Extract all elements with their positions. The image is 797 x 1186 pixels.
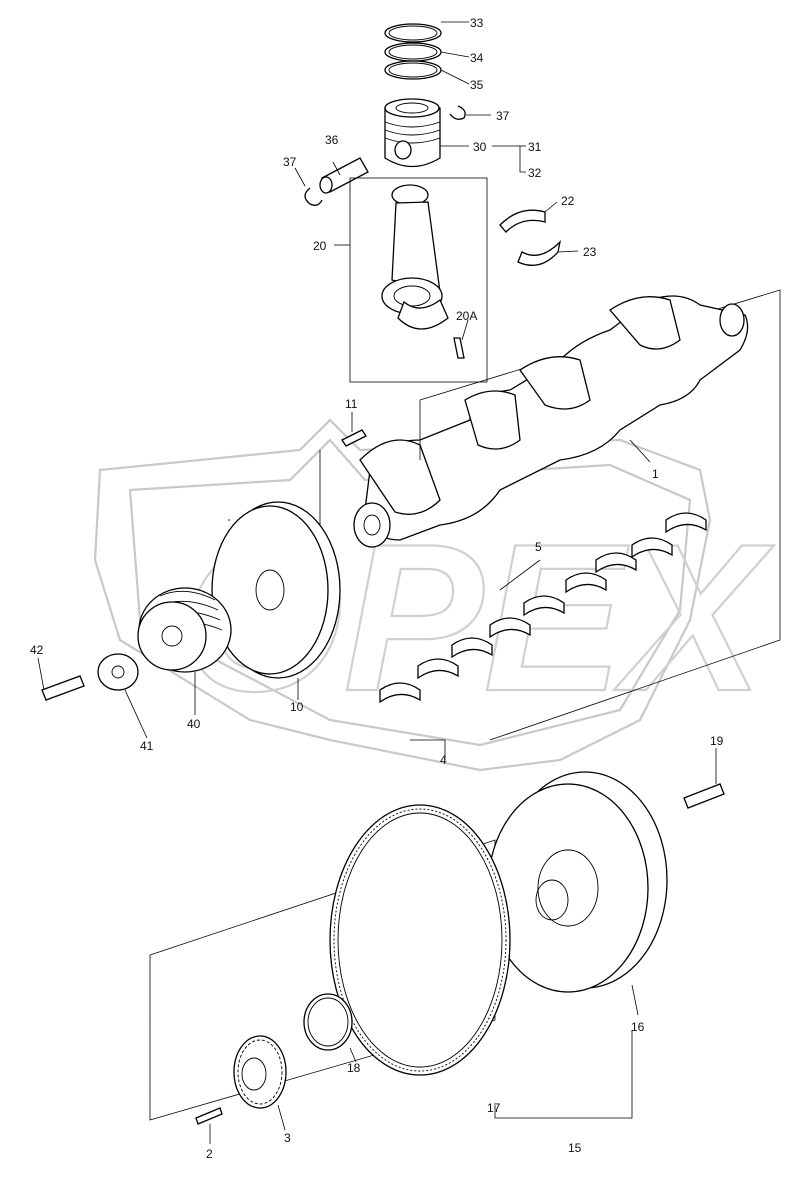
label-11: 11: [345, 397, 358, 411]
label-37-right: 37: [496, 109, 510, 123]
rod-bearing-upper: [499, 209, 546, 233]
crank-gear: [233, 1035, 287, 1109]
part-labels: 33 34 35 37 36 30 31 32 37 22 20 23 20A …: [30, 16, 724, 1161]
piston-ring-top: [384, 23, 442, 43]
label-20a: 20A: [456, 309, 477, 323]
piston: [384, 98, 441, 168]
flywheel-bolt: [683, 783, 725, 809]
piston-ring-middle: [384, 42, 442, 62]
label-2: 2: [206, 1147, 213, 1161]
label-35: 35: [470, 78, 484, 92]
crank-pulley: [137, 587, 232, 673]
label-10: 10: [290, 700, 304, 714]
label-3: 3: [284, 1131, 291, 1145]
label-20: 20: [313, 239, 327, 253]
piston-pin: [319, 157, 369, 194]
washer-bolt: [41, 675, 85, 701]
label-4: 4: [440, 753, 447, 767]
ring-gear: [329, 804, 511, 1076]
connecting-rod: [349, 177, 488, 383]
label-36: 36: [325, 133, 339, 147]
label-34: 34: [470, 51, 484, 65]
label-32: 32: [528, 166, 542, 180]
rod-bearing-lower: [517, 240, 562, 266]
label-23: 23: [583, 245, 597, 259]
label-40: 40: [187, 717, 201, 731]
label-37-left: 37: [283, 155, 297, 169]
label-30: 30: [473, 140, 487, 154]
label-18: 18: [347, 1061, 361, 1075]
main-bearings: [379, 512, 707, 704]
piston-ring-bottom: [384, 60, 442, 80]
wear-sleeve: [303, 993, 353, 1051]
crankshaft: [353, 295, 749, 548]
label-5: 5: [535, 540, 542, 554]
piston-rings: [384, 23, 442, 80]
label-31: 31: [528, 140, 542, 154]
pulley-washer: [97, 653, 139, 691]
vibration-damper: [211, 501, 341, 679]
leader-lines: [37, 21, 717, 1144]
label-41: 41: [140, 739, 154, 753]
label-19: 19: [710, 734, 724, 748]
label-15: 15: [568, 1141, 582, 1155]
label-33: 33: [470, 16, 484, 30]
dowel-pin: [195, 1107, 223, 1125]
pulley-bolt: [341, 429, 367, 447]
circlip-right: [449, 105, 466, 120]
label-16: 16: [631, 1020, 645, 1034]
label-22: 22: [561, 194, 575, 208]
circlip-left: [304, 187, 323, 206]
flywheel: [487, 771, 668, 993]
label-1: 1: [652, 467, 659, 481]
label-17: 17: [487, 1101, 501, 1115]
rod-bolt: [453, 337, 465, 359]
label-42: 42: [30, 643, 44, 657]
